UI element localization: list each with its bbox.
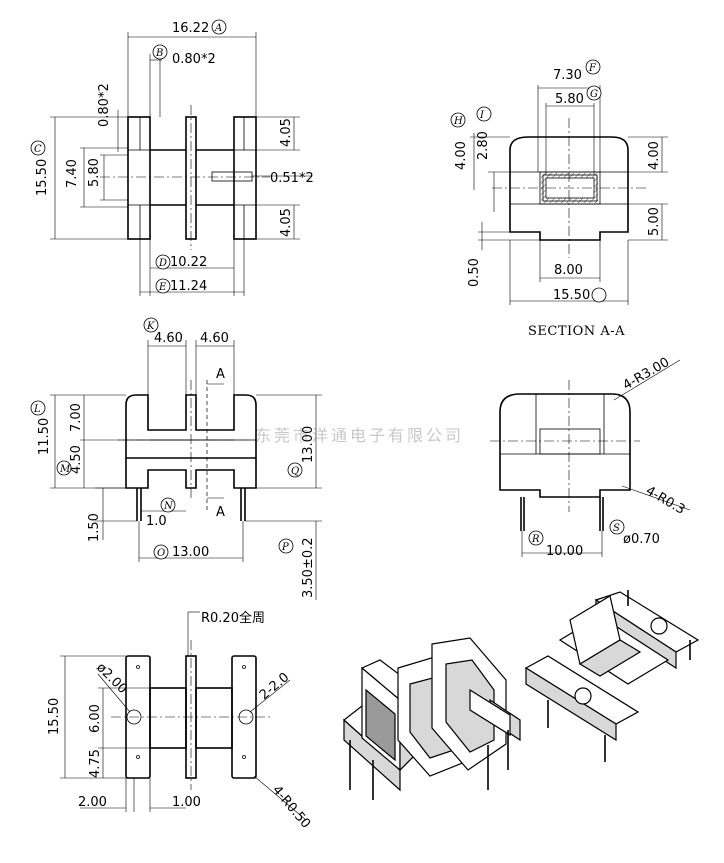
isometric-view-front (343, 637, 521, 800)
dim-4-60-right: 4.60 (200, 331, 229, 346)
dim-13-00-right: 13.00 (301, 426, 316, 463)
dim-11-24: 11.24 (170, 279, 207, 294)
callout-B: B (155, 48, 163, 59)
callout-H: H (453, 116, 463, 127)
section-mark-bottom: A (216, 505, 225, 520)
callout-N: N (163, 501, 174, 512)
callout-L: L (33, 404, 41, 415)
bottom-view: R0.20全周 15.50 6.00 4.75 ø2.00 2-2.0 2.00… (47, 610, 313, 832)
dim-4-00-right: 4.00 (647, 141, 662, 170)
callout-S: S (613, 523, 620, 534)
dim-4-75: 4.75 (88, 749, 103, 778)
section-view: 7.30 F 5.80 G 4.00 H 2.80 I 4.00 5.00 0.… (450, 59, 668, 339)
callout-K: K (146, 321, 155, 332)
dim-11-50: 11.50 (37, 418, 52, 455)
dim-0-51x2: 0.51*2 (270, 171, 314, 186)
callout-D: D (158, 258, 167, 269)
dim-2-2-0: 2-2.0 (257, 670, 292, 703)
dim-4-R3-00: 4-R3.00 (621, 355, 673, 393)
dim-15-50-sec: 15.50 (553, 288, 590, 303)
callout-R: R (531, 534, 540, 545)
callout-A: A (214, 23, 222, 34)
section-mark-top: A (216, 367, 225, 382)
callout-E: E (158, 282, 167, 293)
dim-0-80x2-top: 0.80*2 (172, 52, 216, 67)
dim-4-00-sec: 4.00 (454, 141, 469, 170)
dim-dia-2-00: ø2.00 (93, 660, 130, 697)
dim-5-80-top: 5.80 (87, 158, 102, 187)
callout-F: F (588, 63, 597, 74)
dim-7-00: 7.00 (69, 403, 84, 432)
callout-I: I (479, 110, 485, 121)
dim-3-50: 3.50±0.2 (301, 537, 316, 598)
dim-1-0: 1.0 (146, 514, 167, 529)
dim-4-05-bot: 4.05 (279, 208, 294, 237)
dim-4-R0-50: 4-R0.50 (269, 783, 313, 832)
dim-4-R0-3: 4-R0.3 (643, 483, 687, 517)
dim-0-50: 0.50 (467, 258, 482, 287)
dim-6-00: 6.00 (88, 704, 103, 733)
callout-Q: Q (291, 466, 299, 477)
dim-15-50-top: 15.50 (35, 159, 50, 196)
callout-M: M (59, 464, 71, 475)
dim-7-40: 7.40 (65, 159, 80, 188)
dim-4-05-top: 4.05 (279, 118, 294, 147)
dim-4-50: 4.50 (69, 445, 84, 474)
dim-2-80: 2.80 (476, 131, 491, 160)
callout-G: G (590, 89, 598, 100)
dim-1-00-bot: 1.00 (172, 795, 201, 810)
dim-10-22: 10.22 (170, 255, 207, 270)
front-view: A A 4.60 4.60 K 11.50 L 7.00 4.50 M 1.50… (30, 317, 322, 600)
dim-15-50-bot: 15.50 (47, 698, 62, 735)
dim-16-22: 16.22 (172, 21, 209, 36)
dim-10-00: 10.00 (546, 544, 583, 559)
callout-C: C (34, 144, 42, 155)
isometric-view-back (524, 590, 700, 762)
dim-1-50: 1.50 (87, 513, 102, 542)
callout-P: P (281, 542, 289, 553)
callout-O: O (157, 548, 165, 559)
section-title: SECTION A-A (528, 324, 625, 339)
watermark-text: 东莞市洋通电子有限公司 (255, 426, 464, 445)
dim-5-00-right: 5.00 (647, 207, 662, 236)
dim-R0-20: R0.20全周 (201, 610, 265, 626)
dim-dia-0-70: ø0.70 (623, 532, 660, 547)
dim-13-00-bot: 13.00 (172, 545, 209, 560)
top-view: 16.22 A 0.80*2 B 15.50 C 7.40 5.80 0.80*… (30, 19, 314, 296)
dim-8-00: 8.00 (554, 263, 583, 278)
dim-7-30: 7.30 (553, 68, 582, 83)
dim-5-80-sec: 5.80 (555, 92, 584, 107)
dim-0-80x2-vert: 0.80*2 (97, 83, 112, 127)
dim-2-00-bot: 2.00 (78, 795, 107, 810)
dim-4-60-left: 4.60 (154, 331, 183, 346)
side-view: 4-R3.00 4-R0.3 10.00 R ø0.70 S (490, 355, 691, 559)
